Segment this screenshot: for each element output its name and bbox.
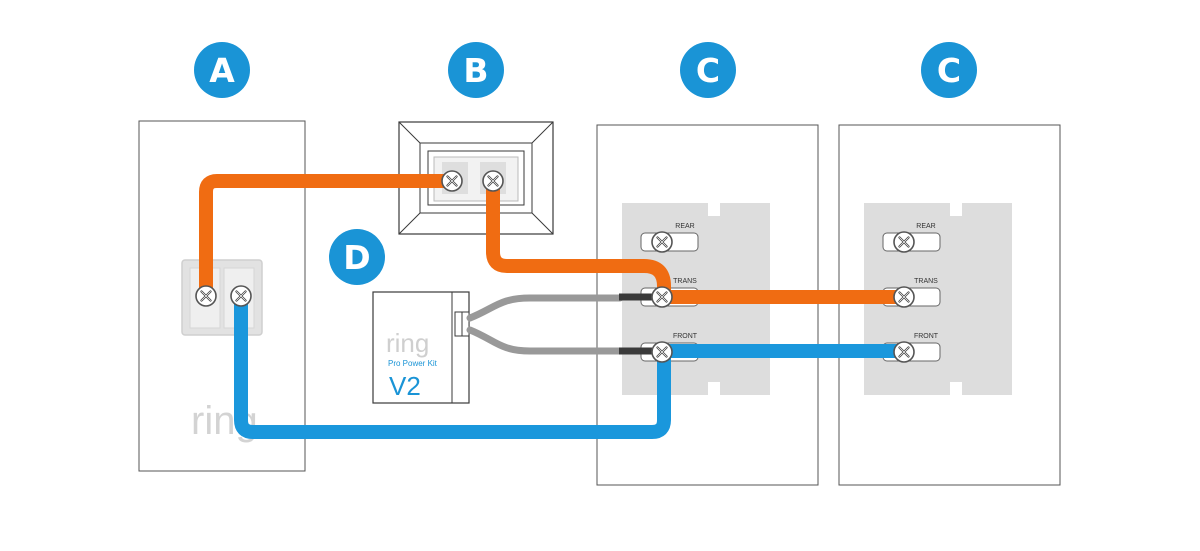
chime-2-screw-front <box>892 340 916 364</box>
chime-2-label-front: FRONT <box>914 333 939 340</box>
chime-2-label-rear: REAR <box>916 223 935 230</box>
chime-2-label-trans: TRANS <box>914 278 938 285</box>
chime-1-label-rear: REAR <box>675 223 694 230</box>
chime-1-screw-front <box>650 340 674 364</box>
gray-wire-top <box>466 294 624 322</box>
transformer-screw-left <box>440 169 464 193</box>
badge-c-2: C <box>921 42 977 98</box>
transformer-screw-right <box>481 169 505 193</box>
doorbell-screw-left <box>194 284 218 308</box>
pro-power-kit: ring Pro Power Kit V2 <box>372 291 470 404</box>
chime-1-label-trans: TRANS <box>673 278 697 285</box>
orange-wire-transformer-chime <box>486 175 671 304</box>
svg-text:D: D <box>343 238 370 277</box>
svg-text:B: B <box>463 51 488 90</box>
badge-a: A <box>194 42 250 98</box>
badge-d: D <box>329 229 385 285</box>
power-kit-version: V2 <box>389 371 421 401</box>
badge-b: B <box>448 42 504 98</box>
doorbell-unit: ring <box>138 120 306 472</box>
transformer-unit <box>398 121 554 235</box>
power-kit-subtitle: Pro Power Kit <box>388 359 438 368</box>
chime-1-label-front: FRONT <box>673 333 698 340</box>
svg-text:A: A <box>209 51 235 90</box>
svg-text:C: C <box>696 51 720 90</box>
orange-wire-doorbell-transformer <box>199 174 459 303</box>
chime-unit-2: REAR TRANS FRONT <box>838 124 1061 486</box>
chime-1-screw-rear <box>650 230 674 254</box>
doorbell-screw-right <box>229 284 253 308</box>
chime-2-screw-rear <box>892 230 916 254</box>
badge-c-1: C <box>680 42 736 98</box>
chime-1-screw-trans <box>650 285 674 309</box>
chime-2-screw-trans <box>892 285 916 309</box>
blue-wire-doorbell-chime <box>234 289 671 439</box>
power-kit-ring-logo: ring <box>386 328 429 358</box>
gray-wire-bottom <box>466 326 624 355</box>
svg-text:C: C <box>937 51 961 90</box>
